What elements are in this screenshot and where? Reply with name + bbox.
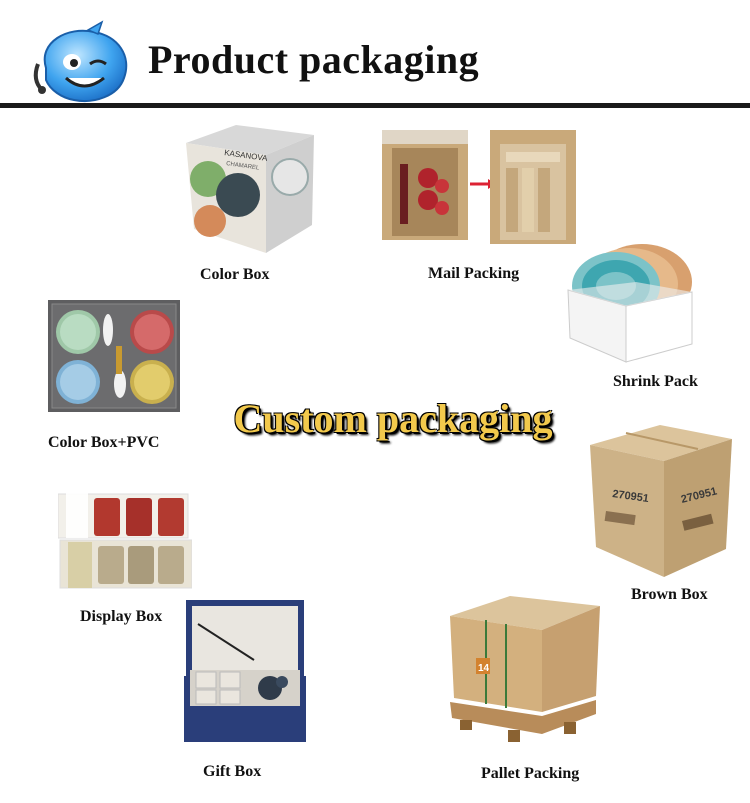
gift-box-image: [184, 600, 306, 742]
label-brown-box: Brown Box: [631, 586, 708, 603]
page-header: Product packaging: [0, 0, 750, 110]
brown-box-code-left: 270951: [612, 488, 650, 505]
color-box-image: KASANOVA CHAMAREL: [186, 125, 314, 253]
label-pallet-packing: Pallet Packing: [481, 765, 580, 782]
color-box-pvc-image: [48, 300, 180, 412]
pallet-packing-image: 14: [450, 596, 600, 742]
pallet-tag-number: 14: [478, 663, 490, 674]
label-color-box-pvc: Color Box+PVC: [48, 434, 160, 451]
header-divider: [0, 103, 750, 108]
display-box-image: [58, 492, 192, 589]
shrink-pack-image: [567, 244, 693, 363]
label-mail-packing: Mail Packing: [428, 265, 520, 282]
custom-packaging-title: Custom packaging: [233, 396, 553, 441]
label-shrink-pack: Shrink Pack: [613, 373, 698, 390]
label-gift-box: Gift Box: [203, 763, 262, 780]
label-color-box: Color Box: [200, 266, 270, 283]
mail-packing-image: [382, 130, 576, 244]
mascot-logo-icon: [33, 20, 128, 102]
color-box-sub: CHAMAREL: [226, 161, 261, 172]
brown-box-image: 270951 270951: [590, 425, 732, 577]
label-display-box: Display Box: [80, 608, 163, 625]
page-title: Product packaging: [148, 37, 480, 82]
